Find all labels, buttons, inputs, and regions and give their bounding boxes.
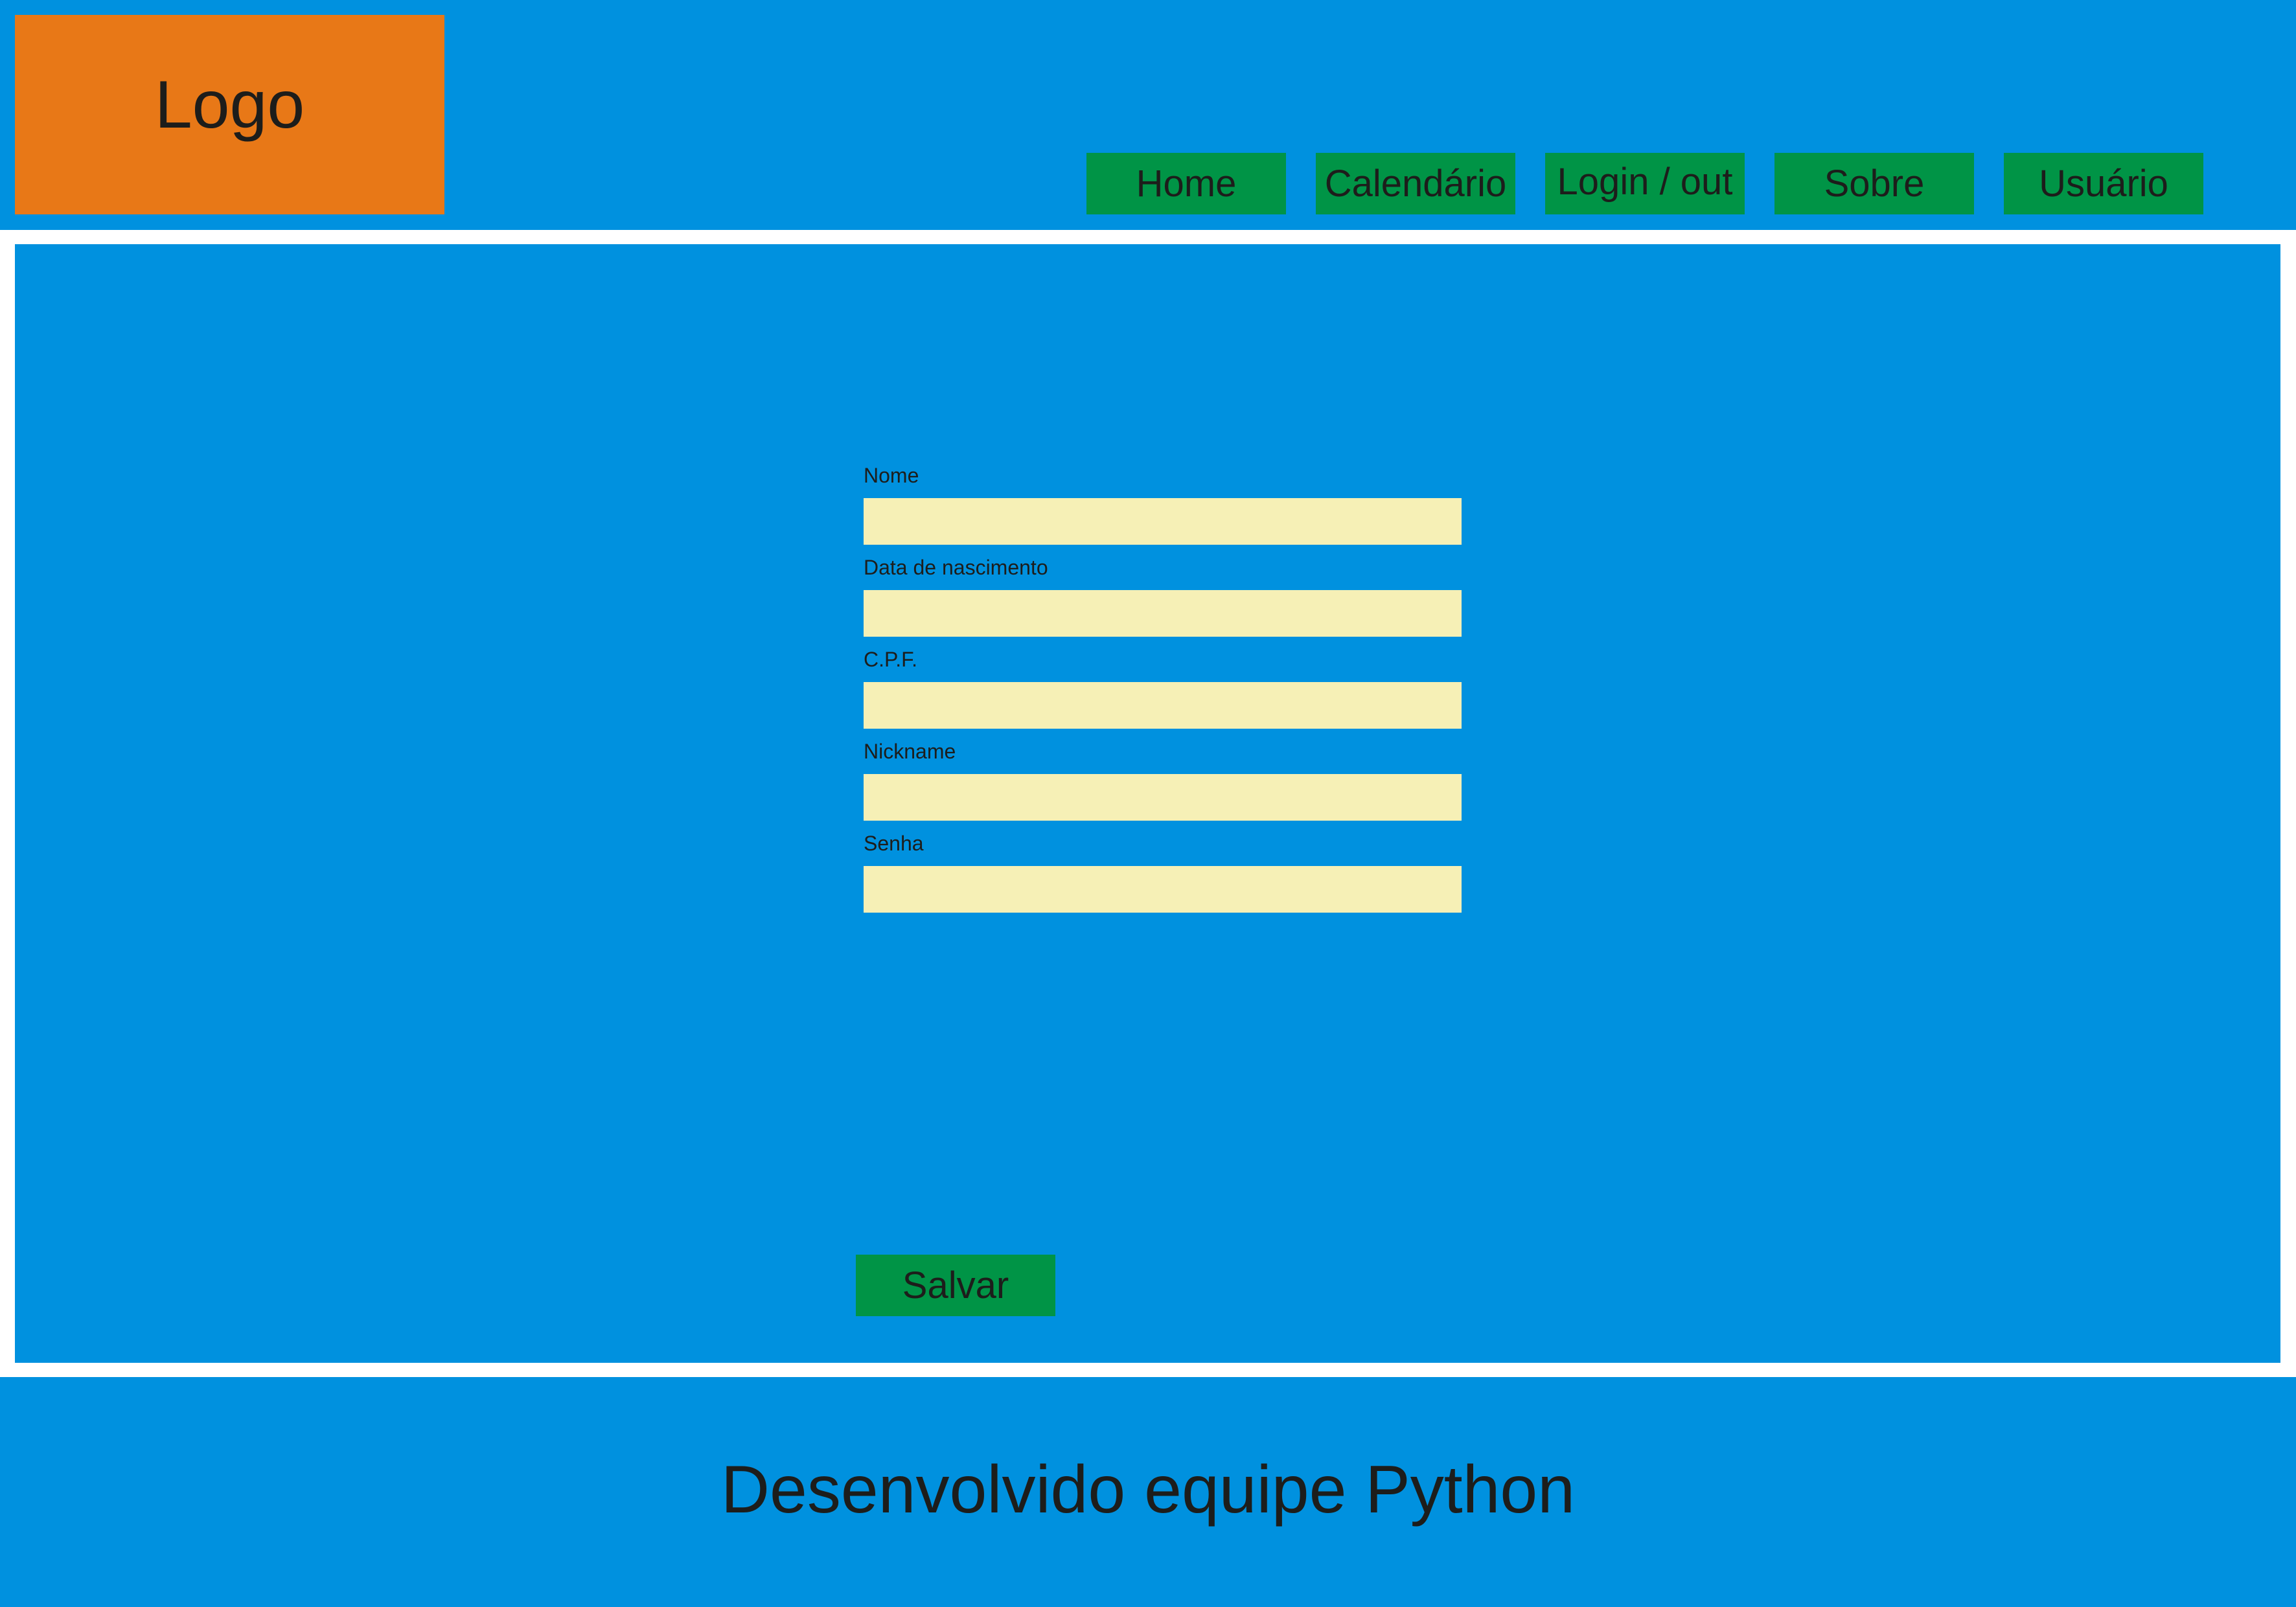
data-nascimento-label: Data de nascimento (864, 556, 1048, 579)
logo-text: Logo (154, 67, 305, 142)
nickname-input[interactable] (864, 774, 1462, 821)
nav-usuario-button[interactable]: Usuário (2004, 153, 2203, 214)
nav-sobre-button[interactable]: Sobre (1774, 153, 1974, 214)
nickname-label: Nickname (864, 740, 956, 763)
nav-login-button[interactable]: Login / out (1545, 153, 1745, 214)
nav-login-label: Login / out (1557, 161, 1733, 203)
senha-input[interactable] (864, 866, 1462, 913)
nav-home-label: Home (1136, 162, 1237, 205)
save-button[interactable]: Salvar (856, 1255, 1055, 1316)
footer-credit: Desenvolvido equipe Python (720, 1452, 1576, 1527)
data-nascimento-input[interactable] (864, 590, 1462, 637)
nav-calendario-label: Calendário (1324, 162, 1507, 205)
save-button-label: Salvar (902, 1264, 1009, 1306)
senha-label: Senha (864, 832, 924, 855)
main-content: Nome Data de nascimento C.P.F. Nickname … (15, 244, 2280, 1363)
logo[interactable]: Logo (15, 15, 444, 214)
header: Logo Home Calendário Login / out Sobre U… (0, 0, 2296, 230)
cpf-input[interactable] (864, 682, 1462, 729)
nav-home-button[interactable]: Home (1086, 153, 1286, 214)
nome-label: Nome (864, 464, 919, 487)
nav-sobre-label: Sobre (1824, 162, 1925, 205)
footer: Desenvolvido equipe Python (0, 1377, 2296, 1607)
nav-calendario-button[interactable]: Calendário (1316, 153, 1515, 214)
nav-usuario-label: Usuário (2039, 162, 2168, 205)
nome-input[interactable] (864, 498, 1462, 545)
cpf-label: C.P.F. (864, 648, 917, 671)
